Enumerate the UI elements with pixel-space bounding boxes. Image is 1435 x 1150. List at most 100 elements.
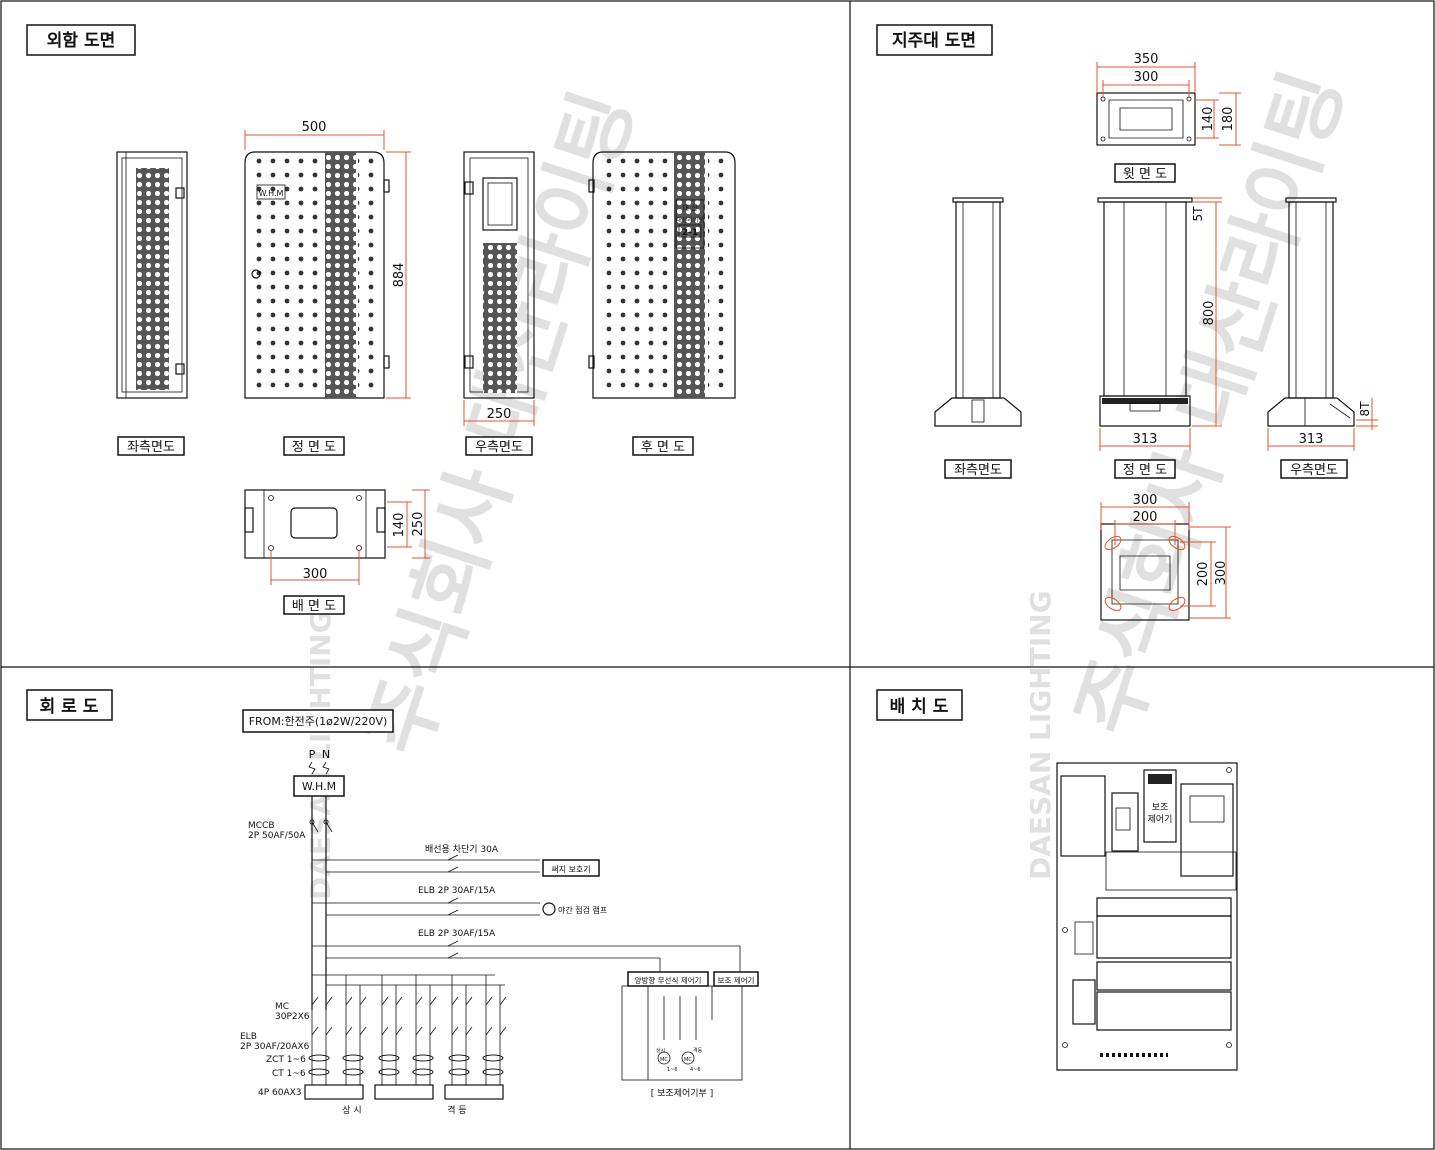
branch-switch [429, 996, 437, 1006]
mc-label: MC [275, 1002, 289, 1012]
dim-stand-width: 313 [1133, 432, 1158, 447]
aux-mc1-range: 1~6 [667, 1067, 678, 1073]
branch-switch [359, 996, 367, 1006]
layout-panel: 배 치 도 보조 제어기 [876, 689, 1238, 1071]
watermark-brand-2: DAESAN LIGHTING [1024, 590, 1057, 880]
dim-stand-5t: 5T [1191, 206, 1205, 222]
surge-label: 써지 보호기 [551, 865, 590, 874]
branch-ct-coil [378, 1054, 400, 1062]
stand-right-view: 313 8T [1267, 197, 1378, 451]
front-whm-label: W.H.M [259, 189, 284, 198]
ctrl2-label: 보조 제어기 [718, 975, 755, 985]
branch-switch [485, 1026, 493, 1036]
aux-mc2-range: 4~6 [690, 1067, 701, 1073]
exterior-right-view: 250 [463, 151, 535, 426]
rear-badge-number: 2-1 [682, 228, 698, 238]
circuit-panel: 회 로 도 FROM:한전주(1ø2W/220V) P N W.H.M MCCB… [26, 689, 759, 1116]
branch-switch [499, 996, 507, 1006]
stand-title: 지주대 도면 [892, 31, 976, 51]
branch-switch [415, 996, 423, 1006]
circuit-source: FROM:한전주(1ø2W/220V) [249, 715, 388, 728]
rear-badge-name: 대산라이팅 [676, 216, 704, 224]
elb2-label: ELB 2P 30AF/15A [418, 929, 496, 939]
layout-aux-ctrl-1: 보조 [1152, 802, 1169, 813]
dim-base-h2: 300 [1214, 561, 1229, 586]
branch-switch [395, 996, 403, 1006]
stand-view-left-label: 좌측면도 [954, 463, 1002, 478]
elb-label: ELB [240, 1032, 257, 1042]
stand-view-right-label: 우측면도 [1290, 463, 1338, 478]
branch-switch [395, 1026, 403, 1036]
circuit-whm: W.H.M [302, 780, 336, 793]
dim-top-h2: 180 [1221, 107, 1236, 132]
phase-p: P [309, 748, 316, 761]
branch-switch [485, 996, 493, 1006]
rear-badge-top: 대 산 [682, 203, 698, 212]
branch-ct-coil [308, 1054, 330, 1062]
layout-title: 배 치 도 [890, 697, 949, 717]
exterior-front-view: W.H.M 500 884 [244, 120, 411, 399]
ct-label: CT 1~6 [272, 1069, 306, 1079]
branch-switch [325, 996, 333, 1006]
branch-switch [311, 1026, 319, 1036]
branch-switch [451, 996, 459, 1006]
branch-ct-coil [448, 1054, 470, 1062]
stand-top-label: 윗 면 도 [1123, 167, 1167, 182]
dim-right-width: 250 [487, 407, 512, 422]
view-rear-label: 후 면 도 [641, 440, 685, 455]
exterior-left-view [116, 151, 188, 399]
dim-stand-right-width: 313 [1299, 432, 1324, 447]
aux-mc2-label: 격등 [693, 1047, 703, 1054]
lamp-label: 야간 점검 램프 [558, 905, 607, 915]
view-bottom-label: 배 면 도 [292, 599, 336, 614]
stand-front-view: 5T 800 313 [1097, 197, 1222, 451]
branch-ct-coil [342, 1054, 364, 1062]
circuit-title: 회 로 도 [40, 697, 99, 717]
stand-base-view: 300 200 200 300 [1100, 493, 1231, 621]
dim-bottom-h2: 250 [411, 512, 426, 537]
branch-switch [465, 1026, 473, 1036]
group1-label: 상 시 [342, 1105, 361, 1116]
dim-bottom-h1: 140 [392, 513, 407, 538]
exterior-title: 외함 도면 [47, 30, 115, 51]
stand-view-front-label: 정 면 도 [1123, 463, 1167, 478]
branch-switch [345, 996, 353, 1006]
dim-top-h1: 140 [1201, 107, 1216, 132]
view-right-label: 우측면도 [475, 440, 523, 455]
aux-mc1: MC [660, 1057, 668, 1063]
group2-label: 격 등 [447, 1104, 466, 1116]
dim-front-height: 884 [392, 263, 407, 288]
branch-switch [415, 1026, 423, 1036]
branch-switch [451, 1026, 459, 1036]
branch-switch [381, 1026, 389, 1036]
stand-top-view: 350 300 140 180 [1096, 52, 1241, 146]
phase-n: N [322, 748, 330, 761]
dim-top-w2: 300 [1134, 70, 1159, 85]
branch-switch [499, 1026, 507, 1036]
watermark: DAESAN LIGHTING DAESAN LIGHTING 주식회사 대산라… [304, 61, 1361, 900]
branch-ct-coil [412, 1068, 434, 1076]
view-left-label: 좌측면도 [127, 440, 175, 455]
mccb-label: MCCB [248, 821, 275, 831]
exterior-rear-view: 대 산 대산라이팅 2-1 [588, 151, 736, 399]
aux-label: [ 보조제어기부 ] [651, 1088, 713, 1099]
branch-ct-coil [342, 1068, 364, 1076]
watermark-brand: DAESAN LIGHTING [304, 610, 337, 900]
branch-switch [381, 996, 389, 1006]
dim-base-w2: 200 [1133, 510, 1158, 525]
stand-panel: 지주대 도면 350 300 140 180 윗 면 도 [876, 24, 1378, 621]
dim-stand-height: 800 [1202, 301, 1217, 326]
ctrl1-label: 양방향 무선식 제어기 [635, 975, 702, 985]
view-front-label: 정 면 도 [292, 440, 336, 455]
zct-label: ZCT 1~6 [266, 1055, 306, 1065]
branch-switch [429, 1026, 437, 1036]
branch-switch [311, 996, 319, 1006]
mc-spec: 30P2X6 [275, 1012, 310, 1022]
mccb-spec: 2P 50AF/50A [248, 831, 306, 841]
dim-base-h1: 200 [1196, 562, 1211, 587]
breaker1-label: 배선용 차단기 30A [425, 843, 499, 855]
branch-ct-coil [378, 1068, 400, 1076]
dim-bottom-width: 300 [303, 567, 328, 582]
elb1-label: ELB 2P 30AF/15A [418, 886, 496, 896]
